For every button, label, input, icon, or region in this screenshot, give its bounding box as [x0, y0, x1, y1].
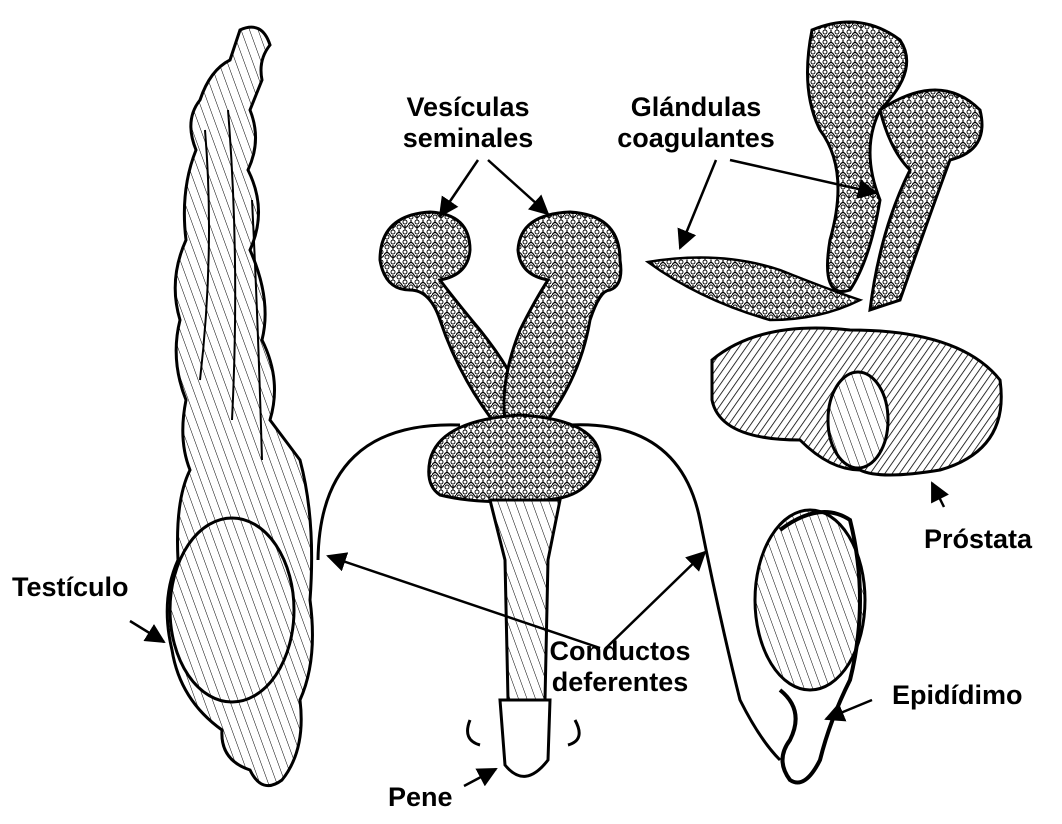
- arrow-prostata: [932, 483, 944, 507]
- label-testiculo: Testículo: [12, 572, 129, 603]
- label-conductos-deferentes: Conductos deferentes: [530, 636, 710, 698]
- label-vesiculas-line2: seminales: [388, 123, 548, 154]
- arrow-pene: [464, 769, 496, 786]
- label-glandulas-line2: coagulantes: [596, 123, 796, 154]
- label-conductos-line2: deferentes: [530, 667, 710, 698]
- arrow-epididimo: [826, 700, 872, 719]
- label-pene: Pene: [388, 782, 453, 813]
- arrow-conducto-right: [606, 552, 705, 648]
- arrow-vesicula-left: [440, 160, 478, 216]
- label-conductos-line1: Conductos: [530, 636, 710, 667]
- label-vesiculas-seminales: Vesículas seminales: [388, 92, 548, 154]
- arrow-vesicula-right: [488, 160, 548, 214]
- label-prostata: Próstata: [924, 524, 1032, 555]
- label-epididimo: Epidídimo: [892, 680, 1023, 711]
- left-testis-drawing: [167, 27, 312, 785]
- label-vesiculas-line1: Vesículas: [388, 92, 548, 123]
- label-glandulas-coagulantes: Glándulas coagulantes: [596, 92, 796, 154]
- arrow-conducto-left: [328, 556, 600, 648]
- right-testis-drawing: [755, 510, 865, 783]
- right-prostate-drawing: [648, 22, 1001, 475]
- arrow-testiculo: [130, 621, 164, 642]
- label-glandulas-line1: Glándulas: [596, 92, 796, 123]
- arrow-glandula-left: [680, 160, 716, 248]
